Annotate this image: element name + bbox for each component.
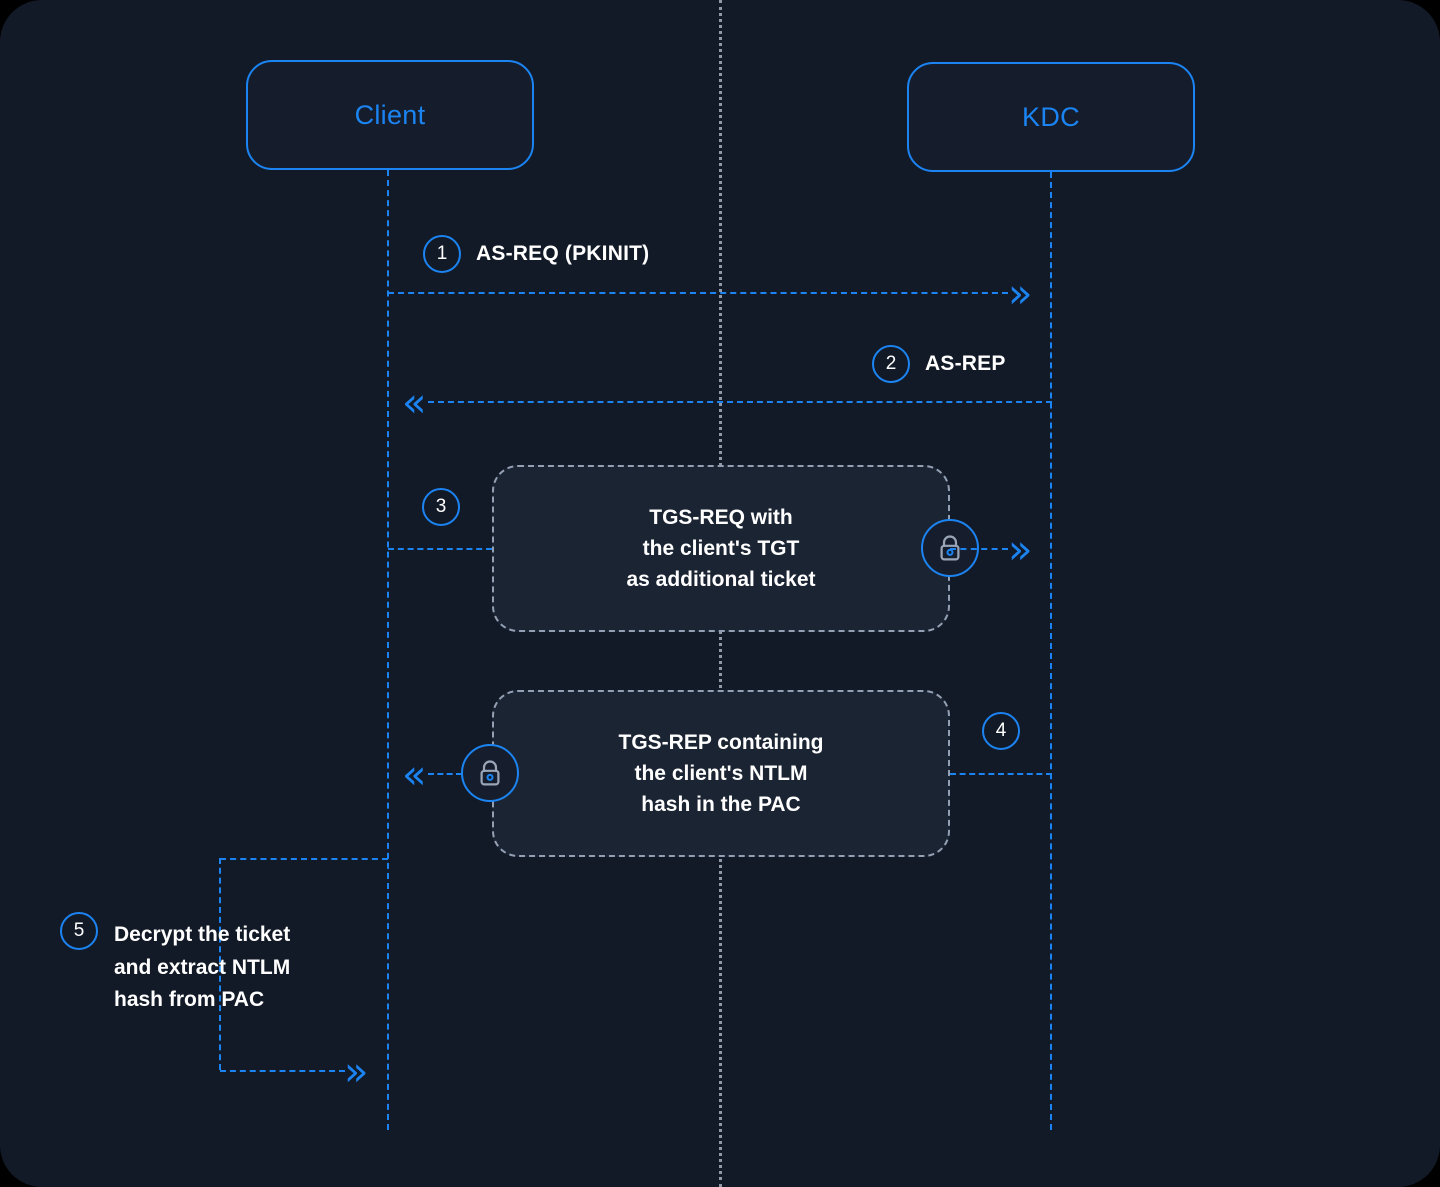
actor-box-kdc[interactable]: KDC bbox=[907, 62, 1195, 172]
step-number-5: 5 bbox=[73, 920, 85, 941]
step-message-text-4: TGS-REP containing the client's NTLM has… bbox=[618, 730, 824, 817]
lifeline-kdc bbox=[1050, 172, 1052, 1130]
step-number-4: 4 bbox=[995, 720, 1007, 741]
step-arrow-line-4-right bbox=[950, 773, 1052, 775]
step-number-3: 3 bbox=[435, 496, 447, 517]
step-arrow-line-3-left bbox=[388, 548, 492, 550]
step-badge-1: 1 bbox=[423, 235, 461, 273]
step-badge-4: 4 bbox=[982, 712, 1020, 750]
step-message-text-3: TGS-REQ with the client's TGT as additio… bbox=[626, 505, 816, 592]
actor-label-kdc: KDC bbox=[1022, 101, 1080, 132]
step-note-text-5: Decrypt the ticket and extract NTLM hash… bbox=[114, 923, 291, 1012]
step-self-line-side-5 bbox=[219, 858, 221, 1070]
step-arrow-line-4-left bbox=[428, 773, 462, 775]
actor-label-client: Client bbox=[354, 99, 426, 130]
lock-badge-4 bbox=[461, 744, 519, 802]
step-badge-3: 3 bbox=[422, 488, 460, 526]
step-badge-2: 2 bbox=[872, 345, 910, 383]
step-badge-5: 5 bbox=[60, 912, 98, 950]
double-chevron-right-icon-5: » bbox=[344, 1049, 369, 1095]
double-chevron-left-icon-2: « bbox=[402, 380, 427, 426]
step-self-line-bottom-5 bbox=[220, 1070, 345, 1072]
step-label-1: AS-REQ (PKINIT) bbox=[476, 242, 650, 265]
step-message-box-3[interactable]: TGS-REQ with the client's TGT as additio… bbox=[492, 465, 950, 632]
double-chevron-right-icon-1: » bbox=[1008, 271, 1033, 317]
lifeline-client bbox=[387, 170, 389, 1130]
step-self-line-top-5 bbox=[220, 858, 388, 860]
actor-box-client[interactable]: Client bbox=[246, 60, 534, 170]
double-chevron-right-icon-3: » bbox=[1008, 527, 1033, 573]
padlock-icon-4 bbox=[480, 760, 500, 786]
step-number-1: 1 bbox=[436, 243, 448, 264]
step-number-2: 2 bbox=[885, 353, 897, 374]
step-arrow-line-1 bbox=[388, 292, 1008, 294]
step-label-2: AS-REP bbox=[925, 352, 1006, 375]
step-message-box-4[interactable]: TGS-REP containing the client's NTLM has… bbox=[492, 690, 950, 857]
step-arrow-line-3-right bbox=[950, 548, 1008, 550]
double-chevron-left-icon-4: « bbox=[402, 752, 427, 798]
step-arrow-line-2 bbox=[428, 401, 1052, 403]
